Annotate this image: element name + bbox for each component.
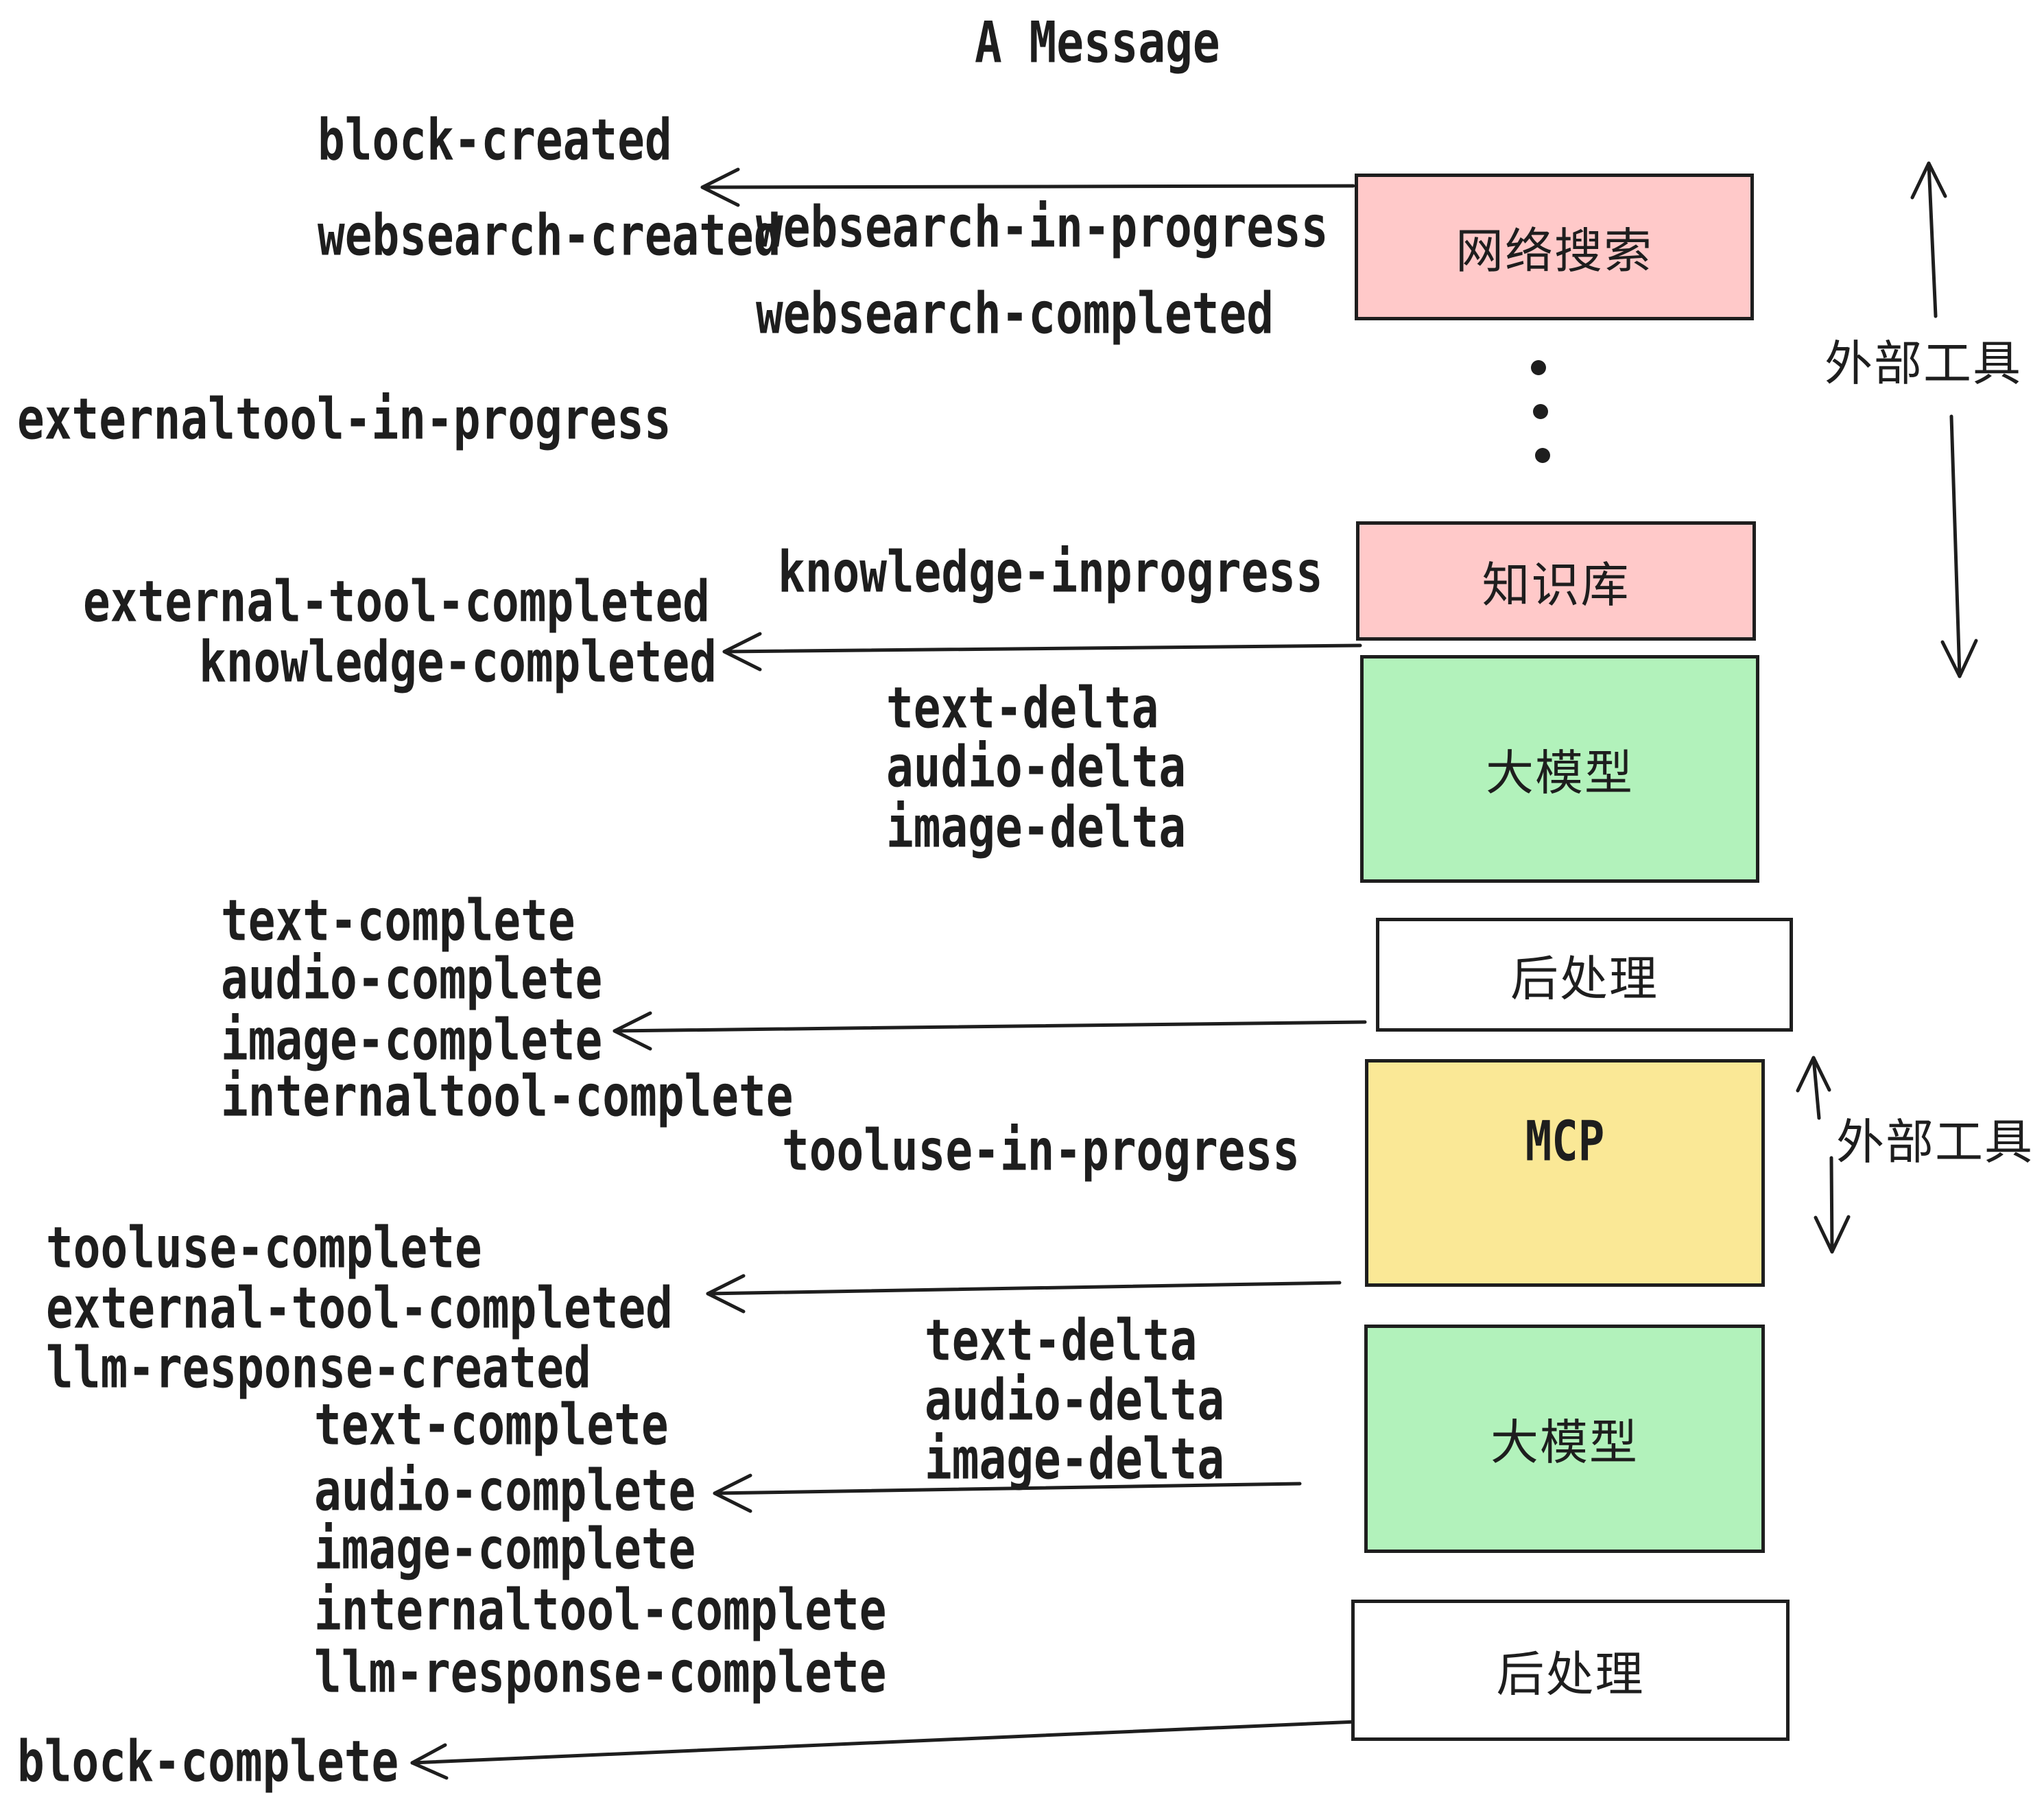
event-image-complete-1: image-complete — [221, 1007, 603, 1073]
box-llm-2: 大模型 — [1364, 1325, 1765, 1553]
arrow-external-tools-down-2 — [1814, 1156, 1851, 1254]
event-text-complete-1: text-complete — [221, 888, 575, 954]
arrow-to-tooluse-complete — [706, 1274, 1342, 1314]
event-external-tool-completed-2: external-tool-completed — [46, 1275, 673, 1342]
event-internaltool-complete-1: internaltool-complete — [221, 1063, 794, 1130]
event-audio-delta-2: audio-delta — [925, 1367, 1225, 1434]
arrow-external-tools-up-2 — [1796, 1056, 1831, 1120]
event-audio-complete-2: audio-complete — [314, 1458, 696, 1524]
event-block-created: block-created — [318, 107, 672, 174]
arrow-external-tools-up-1 — [1910, 161, 1947, 318]
event-text-delta-2: text-delta — [925, 1307, 1198, 1374]
box-llm-1-label: 大模型 — [1486, 744, 1634, 801]
box-knowledge: 知识库 — [1356, 521, 1756, 641]
box-postprocess-1-label: 后处理 — [1510, 950, 1659, 1007]
box-llm-2-label: 大模型 — [1490, 1414, 1639, 1471]
box-postprocess-1: 后处理 — [1376, 918, 1793, 1032]
arrow-to-knowledge-completed — [722, 632, 1362, 672]
event-externaltool-in-progress: externaltool-in-progress — [17, 386, 672, 453]
box-websearch-label: 网络搜索 — [1455, 222, 1653, 279]
event-tooluse-in-progress: tooluse-in-progress — [782, 1117, 1300, 1184]
event-llm-response-created: llm-response-created — [46, 1335, 591, 1401]
arrow-external-tools-down-1 — [1940, 414, 1978, 678]
diagram-title: A Message — [975, 10, 1220, 76]
event-internaltool-complete-2: internaltool-complete — [314, 1577, 887, 1643]
event-websearch-completed: websearch-completed — [756, 281, 1274, 347]
arrow-to-block-complete — [410, 1720, 1359, 1780]
event-knowledge-completed: knowledge-completed — [199, 629, 717, 696]
event-knowledge-inprogress: knowledge-inprogress — [778, 539, 1323, 606]
box-postprocess-2: 后处理 — [1351, 1600, 1790, 1741]
event-text-complete-2: text-complete — [314, 1392, 669, 1458]
event-audio-delta-1: audio-delta — [886, 734, 1187, 800]
box-postprocess-2-label: 后处理 — [1496, 1646, 1645, 1702]
annotation-external-tools-2: 外部工具 — [1836, 1114, 2034, 1170]
ellipsis-dots — [1531, 360, 1550, 463]
event-image-delta-1: image-delta — [886, 794, 1187, 861]
event-text-delta-1: text-delta — [886, 675, 1159, 741]
event-tooluse-complete: tooluse-complete — [46, 1215, 482, 1281]
event-block-complete: block-complete — [17, 1729, 399, 1795]
box-mcp: MCP — [1365, 1059, 1765, 1287]
event-websearch-in-progress: websearch-in-progress — [756, 194, 1329, 261]
box-llm-1: 大模型 — [1360, 655, 1759, 883]
box-websearch: 网络搜索 — [1355, 174, 1754, 320]
event-audio-complete-1: audio-complete — [221, 946, 603, 1012]
event-llm-response-complete: llm-response-complete — [314, 1639, 887, 1706]
arrow-to-audio-complete — [713, 1473, 1302, 1513]
arrow-to-image-complete — [613, 1011, 1367, 1051]
arrow-to-block-created — [700, 167, 1355, 207]
box-knowledge-label: 知识库 — [1482, 556, 1630, 613]
box-mcp-label: MCP — [1525, 1110, 1605, 1174]
event-image-complete-2: image-complete — [314, 1516, 696, 1582]
event-external-tool-completed-1: external-tool-completed — [83, 569, 710, 635]
annotation-external-tools-1: 外部工具 — [1825, 335, 2022, 392]
event-websearch-created: websearch-created — [318, 202, 781, 269]
event-image-delta-2: image-delta — [925, 1426, 1225, 1493]
